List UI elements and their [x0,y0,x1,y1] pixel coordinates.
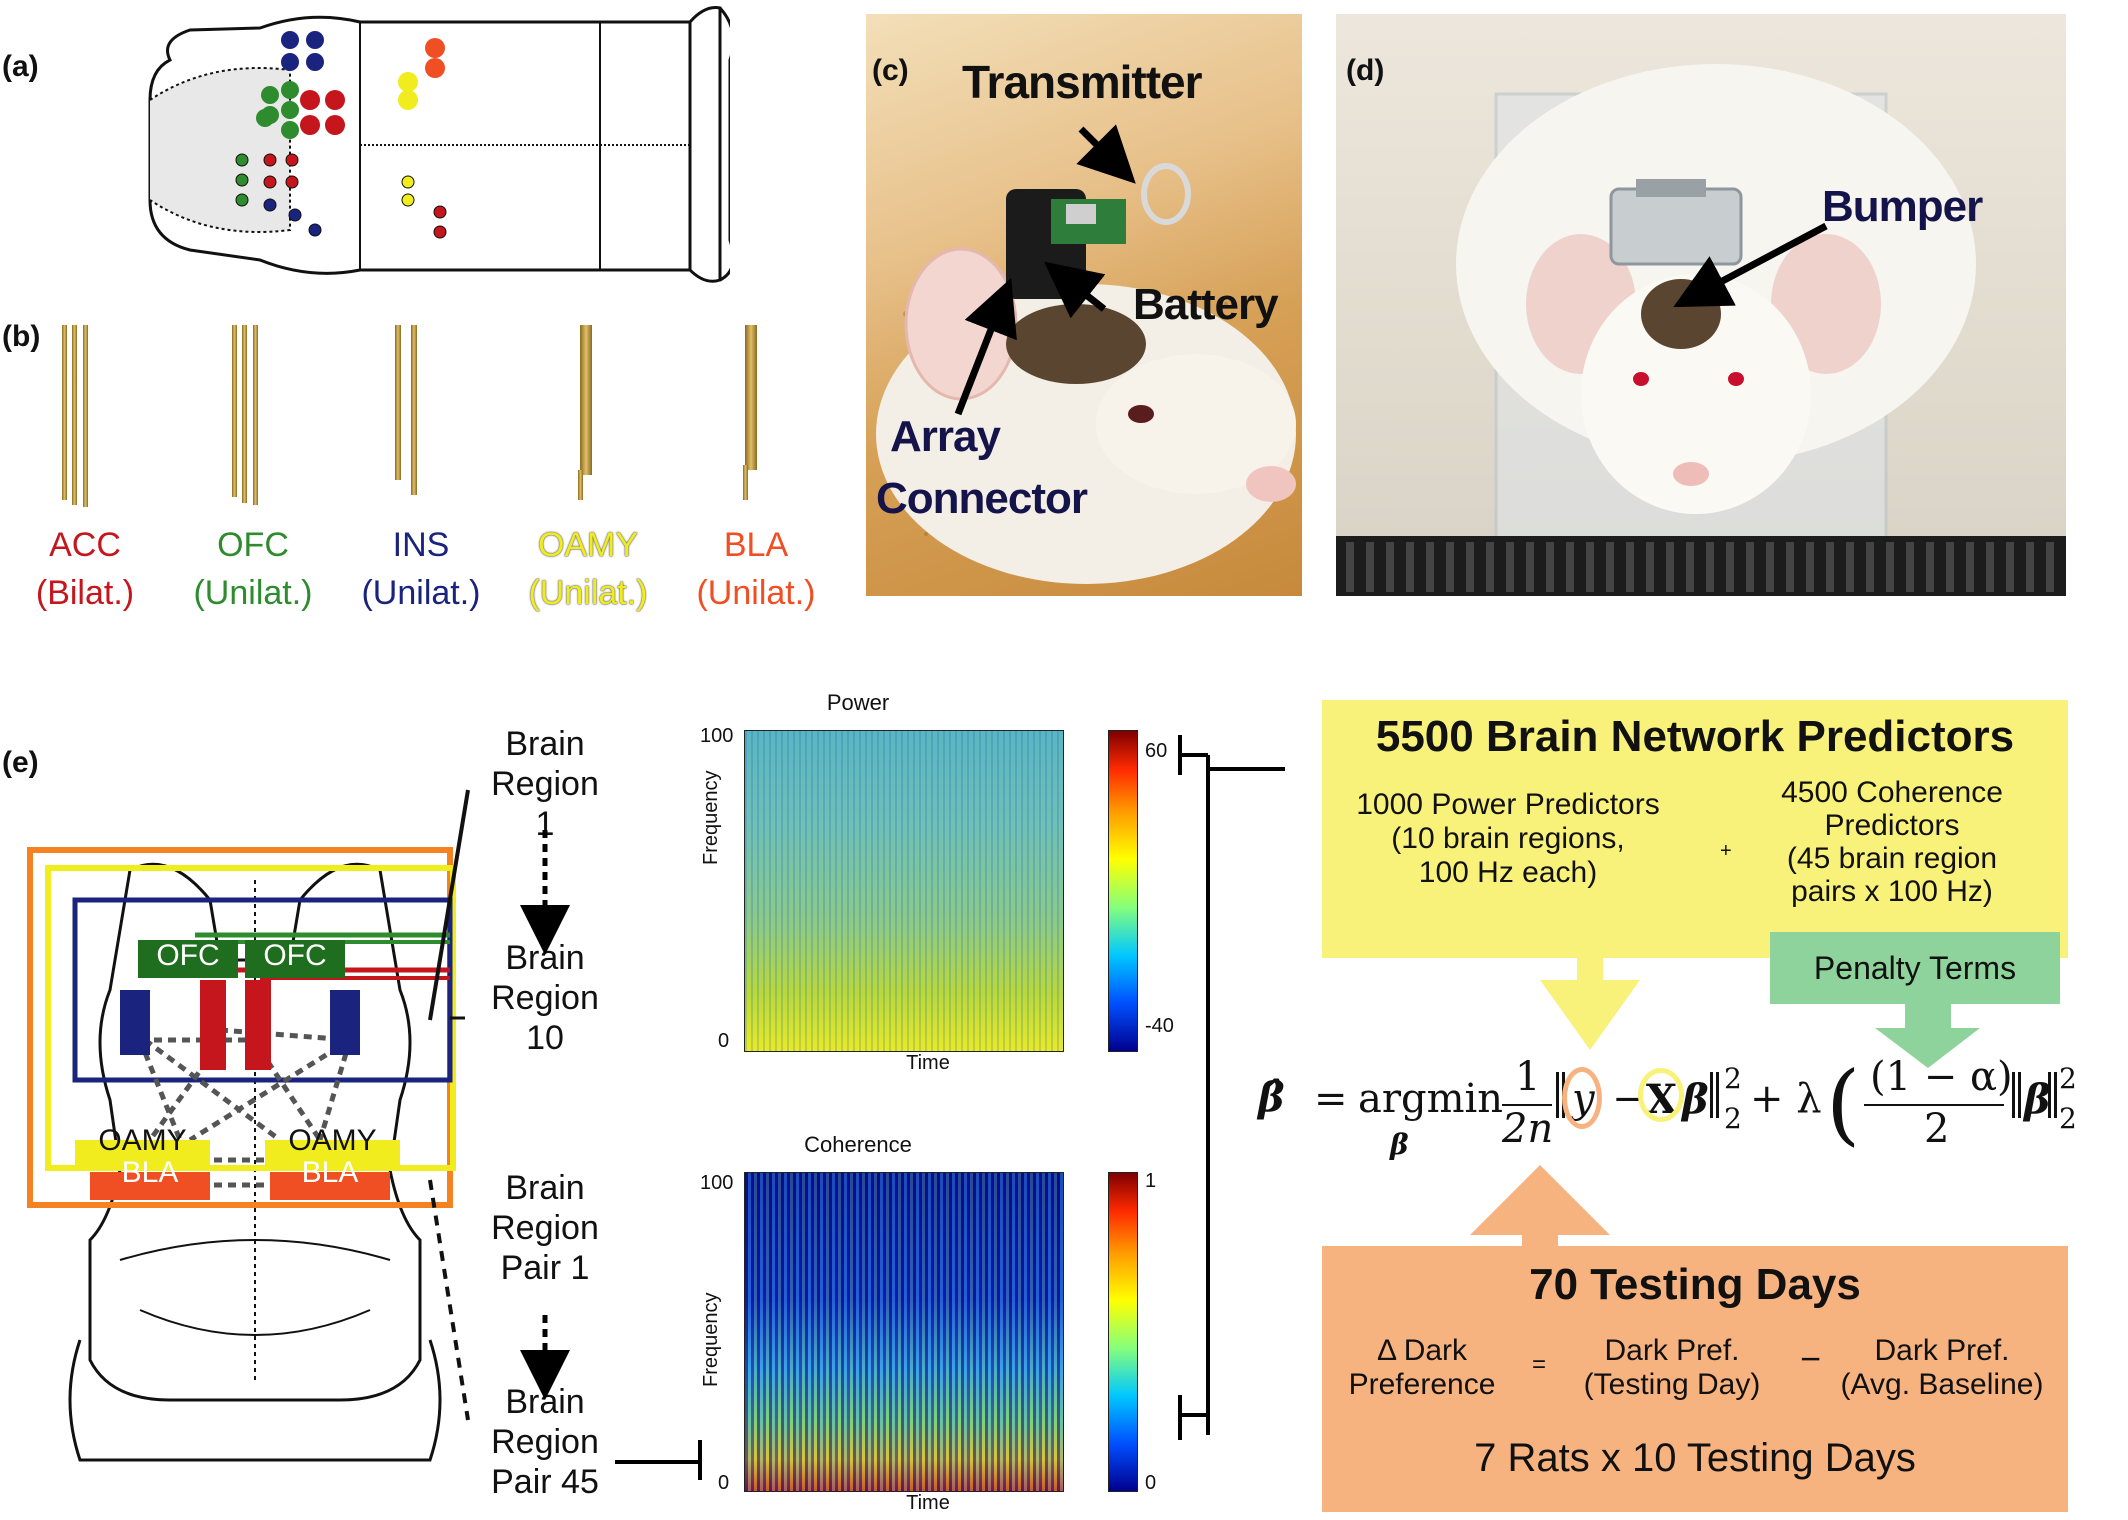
penalty-label: Penalty Terms [1813,950,2017,986]
brain-ofc-right: OFC [263,939,327,972]
dark-pref-testing: Dark Pref. (Testing Day) [1583,1334,1761,1401]
coherence-ymin: 0 [718,1472,730,1494]
bla-laterality: (Unilat.) [696,574,816,612]
brain-oamy-left: OAMY [98,1124,187,1157]
eq-beta-1: β [1682,1076,1709,1123]
label-array: Array [890,412,1001,461]
brain-ofc-left: OFC [156,939,220,972]
coherence-colorbar [1108,1172,1138,1492]
region-1-label: Brain Region 1 [491,725,599,843]
eq-y-highlight [1562,1067,1602,1129]
eq-X-highlight [1638,1068,1684,1122]
acc-laterality: (Bilat.) [35,574,135,612]
brain-bla-right: BLA [301,1156,359,1189]
label-bumper: Bumper [1822,182,1983,231]
predictors-plus: + [1720,840,1732,862]
electrode-array-photos [62,325,757,507]
ofc-laterality: (Unilat.) [193,574,313,612]
coherence-cbar-max: 1 [1145,1170,1157,1192]
ins-name: INS [392,526,450,564]
power-xlabel: Time [906,1052,950,1074]
flow-arrows [520,830,702,1480]
label-connector: Connector [876,474,1088,523]
power-colorbar [1108,730,1138,1052]
panel-e-label: (e) [2,746,39,779]
ins-laterality: (Unilat.) [361,574,481,612]
eq-alpha-den: 2 [1924,1106,1950,1152]
coherence-ymax: 100 [700,1172,734,1194]
testing-title: 70 Testing Days [1529,1260,1861,1309]
spectrogram-bracket [1178,735,1285,1440]
penalty-box: Penalty Terms [1770,932,2060,1004]
eq-sub-2: 2 [2059,1102,2077,1135]
eq-sub-1: 2 [1724,1102,1742,1135]
photo-rat-bumper [1336,14,2066,596]
eq-plus-lambda: + λ [1750,1076,1822,1122]
arrow-from-testing [1470,1165,1610,1256]
eq-frac-num: 1 [1515,1054,1541,1100]
brain-network-diagram [27,847,465,1462]
eq-equals: = [1314,1076,1348,1122]
elastic-net-equation: β̂ = argmin β 1 2n y − X β 2 2 + λ ( (1 … [1250,1052,2125,1172]
elastic-net-equation-tail: + α [1250,1062,2120,1172]
arrows-to-equation [1540,958,1980,1068]
oamy-name: OAMY [537,526,639,564]
bla-name: BLA [723,526,789,564]
dark-pref-baseline: Dark Pref. (Avg. Baseline) [1840,1334,2044,1401]
eq-lparen: ( [1826,1052,1861,1155]
panel-c-label: (c) [872,54,909,87]
power-cbar-min: -40 [1145,1015,1174,1037]
brain-bla-left: BLA [121,1156,179,1189]
electrode-dots [235,31,447,239]
coherence-heatmap [744,1172,1064,1492]
power-ylabel: Frequency [700,770,722,866]
brain-oamy-right: OAMY [288,1124,377,1157]
region-pair-1-label: Brain Region Pair 1 [491,1169,599,1287]
power-predictors-text: 1000 Power Predictors (10 brain regions,… [1356,788,1660,889]
ofc-name: OFC [217,526,289,564]
oamy-laterality: (Unilat.) [528,574,648,612]
skull-electrode-map [148,6,730,283]
region-pair-45-label: Brain Region Pair 45 [491,1383,599,1501]
predictors-box: 5500 Brain Network Predictors 1000 Power… [1322,700,2068,958]
eq-beta-hat: β̂ [1258,1074,1285,1121]
label-battery: Battery [1133,280,1279,329]
eq-frac-bar [1502,1104,1552,1106]
predictors-title: 5500 Brain Network Predictors [1375,712,2015,761]
power-cbar-max: 60 [1145,740,1168,762]
testing-minus: − [1800,1338,1822,1379]
eq-argmin: argmin [1358,1076,1504,1122]
panel-a-label: (a) [2,50,39,83]
coherence-title: Coherence [804,1132,912,1157]
coherence-xlabel: Time [906,1492,950,1514]
power-ymin: 0 [718,1030,730,1052]
photo-rat-transmitter [866,14,1302,596]
panel-d-label: (d) [1346,54,1385,87]
coherence-cbar-min: 0 [1145,1472,1157,1494]
power-heatmap [744,730,1064,1052]
power-title: Power [826,690,890,715]
eq-alpha-num: (1 − α) [1870,1054,2013,1100]
eq-argmin-sub: β [1390,1128,1409,1161]
eq-sup-2: 2 [2059,1062,2077,1095]
testing-equals: = [1532,1351,1547,1378]
power-ymax: 100 [700,725,734,747]
leader-lines [428,789,470,1421]
region-10-label: Brain Region 10 [491,939,599,1057]
delta-dark-preference: Δ Dark Preference [1348,1334,1496,1401]
testing-days-box: 70 Testing Days Δ Dark Preference = Dark… [1322,1246,2068,1512]
testing-footer: 7 Rats x 10 Testing Days [1474,1436,1916,1480]
acc-name: ACC [49,526,121,564]
coherence-predictors-text: 4500 Coherence Predictors (45 brain regi… [1781,776,2003,908]
photo-c-annotations [954,124,1136,416]
eq-frac-den: 2n [1502,1106,1554,1152]
eq-beta-2: β [2024,1076,2051,1123]
coherence-ylabel: Frequency [700,1292,722,1388]
label-transmitter: Transmitter [962,56,1203,108]
panel-b-label: (b) [2,320,41,353]
eq-sup-1: 2 [1724,1062,1742,1095]
